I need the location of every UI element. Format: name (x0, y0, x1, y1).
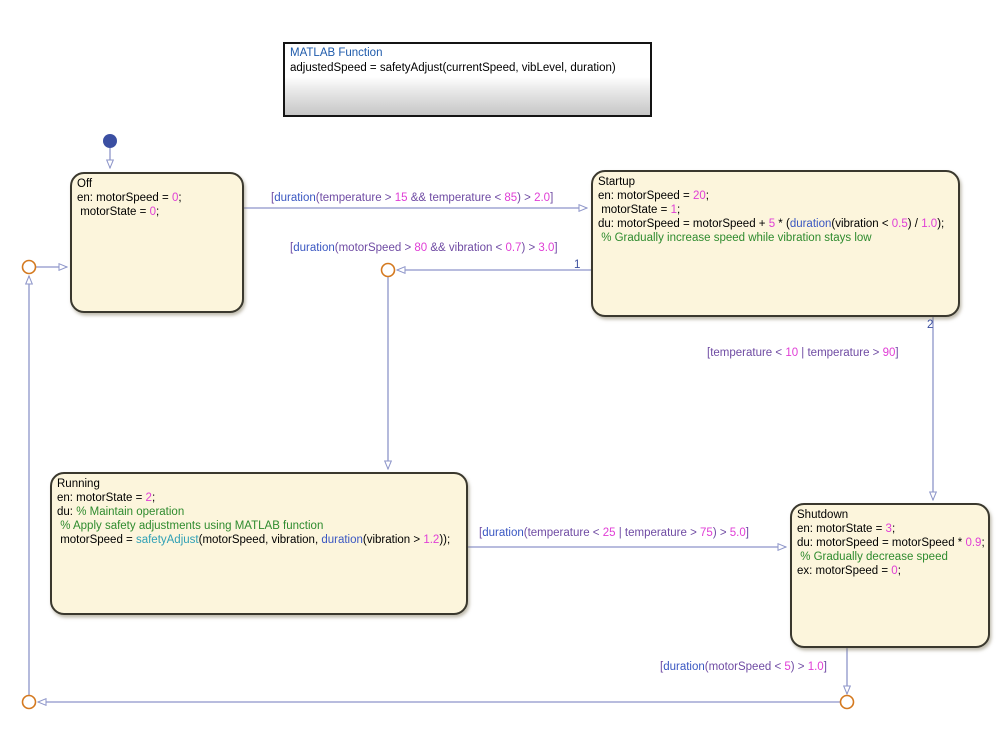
transition-order-startup-to-shutdown[interactable]: 2 (927, 319, 934, 331)
initial-transition-dot[interactable] (103, 134, 117, 148)
state-off-name: Off (77, 178, 93, 190)
junction-startup-running[interactable] (380, 262, 396, 278)
junction-bottom-right[interactable] (839, 694, 855, 710)
transition-label-startup-to-running[interactable]: [duration(motorSpeed > 80 && vibration <… (290, 242, 558, 254)
matlab-function-title: MATLAB Function (290, 47, 383, 59)
transition-label-shutdown-to-off[interactable]: [duration(motorSpeed < 5) > 1.0] (660, 661, 827, 673)
matlab-function-block[interactable]: MATLAB Function adjustedSpeed = safetyAd… (283, 42, 652, 117)
state-shutdown-name: Shutdown (797, 509, 849, 521)
transition-order-startup-to-running[interactable]: 1 (574, 259, 581, 271)
state-off[interactable]: Off en: motorSpeed = 0; motorState = 0; (70, 172, 244, 313)
state-running[interactable]: Running en: motorState = 2;du: % Maintai… (50, 472, 468, 615)
transition-label-startup-to-shutdown[interactable]: [temperature < 10 | temperature > 90] (707, 347, 899, 359)
transition-label-off-to-startup[interactable]: [duration(temperature > 15 && temperatur… (271, 192, 554, 204)
junction-bottom-left[interactable] (21, 694, 37, 710)
junction-top-left[interactable] (21, 259, 37, 275)
transition-label-running-to-shutdown[interactable]: [duration(temperature < 25 | temperature… (479, 527, 749, 539)
state-off-body: en: motorSpeed = 0; motorState = 0; (77, 192, 182, 218)
state-running-body: en: motorState = 2;du: % Maintain operat… (57, 492, 451, 546)
state-shutdown[interactable]: Shutdown en: motorState = 3;du: motorSpe… (790, 503, 990, 648)
state-startup[interactable]: Startup en: motorSpeed = 20; motorState … (591, 170, 960, 317)
state-startup-name: Startup (598, 176, 636, 188)
state-startup-body: en: motorSpeed = 20; motorState = 1;du: … (598, 190, 945, 244)
state-shutdown-body: en: motorState = 3;du: motorSpeed = moto… (797, 523, 985, 577)
matlab-function-signature: adjustedSpeed = safetyAdjust(currentSpee… (290, 62, 616, 74)
state-running-name: Running (57, 478, 100, 490)
